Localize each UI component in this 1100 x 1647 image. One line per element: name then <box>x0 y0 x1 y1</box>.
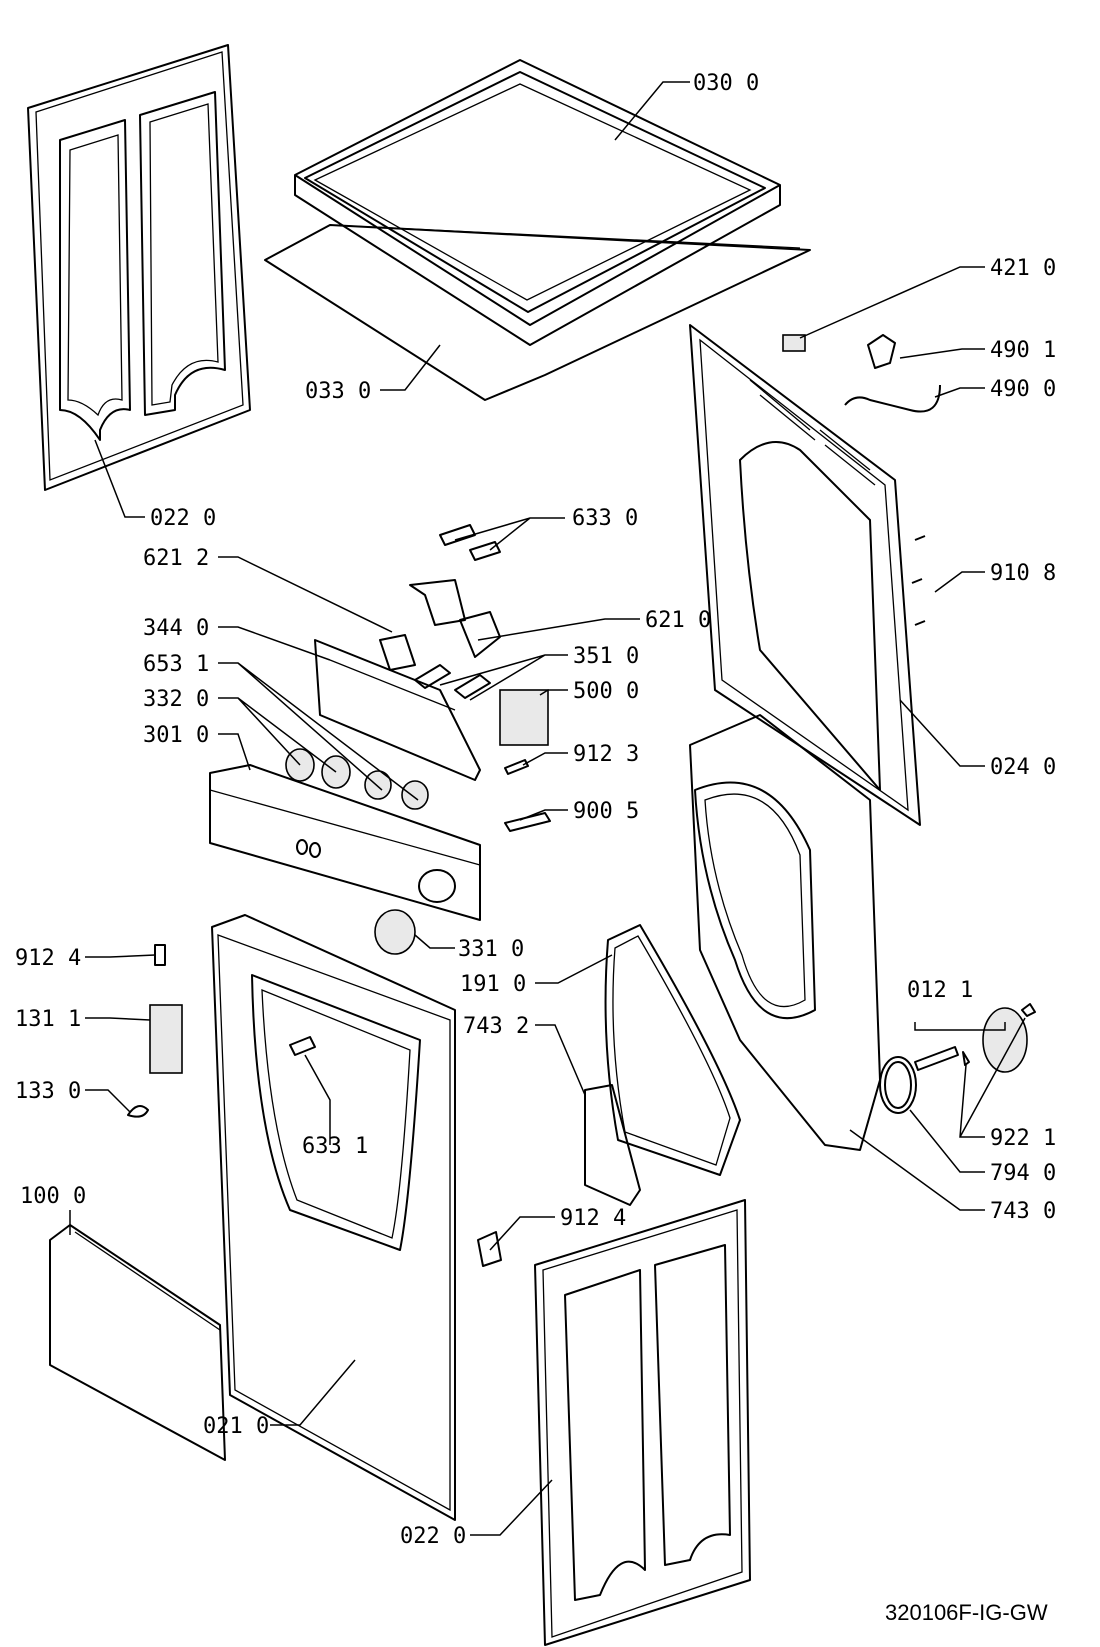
knob-331 <box>374 909 416 955</box>
rear-panel <box>689 324 921 826</box>
top-cover <box>294 59 781 346</box>
part-490-1 <box>867 334 896 369</box>
top-support-plate <box>264 224 811 401</box>
screw-912-4-mid <box>477 1231 502 1267</box>
label-912-4-left: 912 4 <box>15 946 81 971</box>
label-912-3: 912 3 <box>573 742 639 767</box>
label-621-0: 621 0 <box>645 608 711 633</box>
control-panel <box>209 764 481 955</box>
label-910-8: 910 8 <box>990 561 1056 586</box>
label-633-1: 633 1 <box>302 1134 368 1159</box>
power-cord <box>844 384 941 413</box>
label-301-0: 301 0 <box>143 723 209 748</box>
label-131-1: 131 1 <box>15 1007 81 1032</box>
label-743-2: 743 2 <box>463 1014 529 1039</box>
label-490-0: 490 0 <box>990 377 1056 402</box>
screw-912-4 <box>154 944 166 966</box>
label-743-0: 743 0 <box>990 1199 1056 1224</box>
shaft-012 <box>914 1046 959 1071</box>
knobs <box>285 748 429 810</box>
label-022-0-bottom: 022 0 <box>400 1524 466 1549</box>
label-012-1: 012 1 <box>907 978 973 1003</box>
part-labels: 030 0 421 0 490 1 490 0 033 0 022 0 633 … <box>15 71 1056 1625</box>
label-100-0: 100 0 <box>20 1184 86 1209</box>
screws-910 <box>911 535 926 626</box>
side-panel-left <box>27 44 251 491</box>
side-panel-right <box>534 1199 751 1646</box>
label-500-0: 500 0 <box>573 679 639 704</box>
ring-794-inner <box>884 1061 912 1109</box>
label-490-1: 490 1 <box>990 338 1056 363</box>
label-900-5: 900 5 <box>573 799 639 824</box>
label-024-0: 024 0 <box>990 755 1056 780</box>
part-421 <box>782 334 806 352</box>
plinth <box>49 1224 226 1461</box>
part-922-b <box>1021 1003 1036 1017</box>
label-633-0: 633 0 <box>572 506 638 531</box>
label-922-1: 922 1 <box>990 1126 1056 1151</box>
label-912-4-mid: 912 4 <box>560 1206 626 1231</box>
part-743-2 <box>584 1084 641 1206</box>
part-133 <box>127 1105 149 1118</box>
part-922-a <box>962 1051 970 1066</box>
bearing-frame <box>689 714 881 1151</box>
ring-794 <box>879 1056 917 1114</box>
label-033-0: 033 0 <box>305 379 371 404</box>
label-191-0: 191 0 <box>460 972 526 997</box>
door-seal-191 <box>604 924 741 1176</box>
label-133-0: 133 0 <box>15 1079 81 1104</box>
label-351-0: 351 0 <box>573 644 639 669</box>
label-021-0: 021 0 <box>203 1414 269 1439</box>
control-components <box>314 524 551 832</box>
label-794-0: 794 0 <box>990 1161 1056 1186</box>
front-panel <box>211 914 456 1521</box>
label-022-0-top: 022 0 <box>150 506 216 531</box>
label-421-0: 421 0 <box>990 256 1056 281</box>
label-332-0: 332 0 <box>143 687 209 712</box>
pulley-012 <box>982 1007 1028 1073</box>
leader-lines <box>69 81 1026 1536</box>
label-344-0: 344 0 <box>143 616 209 641</box>
label-030-0: 030 0 <box>693 71 759 96</box>
label-621-2: 621 2 <box>143 546 209 571</box>
door-seal-inner <box>612 935 731 1166</box>
label-331-0: 331 0 <box>458 937 524 962</box>
label-653-1: 653 1 <box>143 652 209 677</box>
part-131 <box>149 1004 183 1074</box>
drawing-code: 320106F-IG-GW <box>885 1600 1048 1625</box>
